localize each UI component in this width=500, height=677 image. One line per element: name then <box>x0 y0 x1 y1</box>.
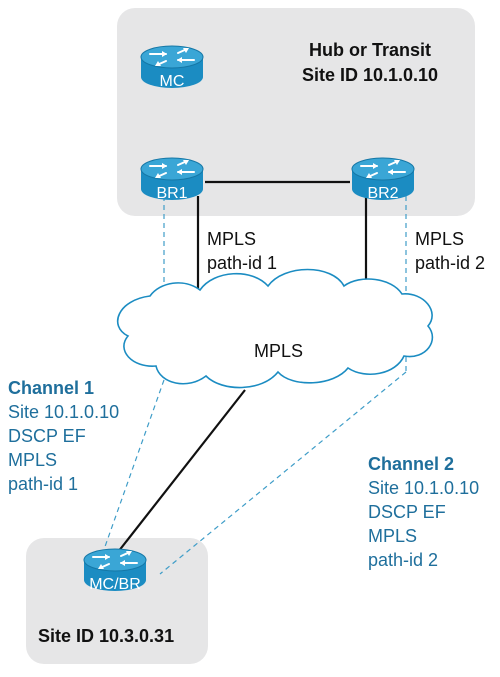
channel-1-line3: MPLS <box>8 450 58 470</box>
br2-path-label-line1: MPLS <box>415 229 465 249</box>
mpls-cloud-label: MPLS <box>254 341 304 361</box>
channel-2-line1: Site 10.1.0.10 <box>368 478 480 498</box>
branch-site-box <box>26 538 208 664</box>
channel-2-title: Channel 2 <box>368 454 455 474</box>
mpls-branch-link <box>99 389 246 576</box>
channel-1-line1: Site 10.1.0.10 <box>8 402 120 422</box>
br2-path-label: MPLS path-id 2 <box>415 227 485 275</box>
channel-2-line2: DSCP EF <box>368 502 446 522</box>
br1-path-label-line2: path-id 1 <box>207 253 278 273</box>
hub-site-title: Hub or Transit Site ID 10.1.0.10 <box>280 38 460 88</box>
channel-1-line4: path-id 1 <box>8 474 79 494</box>
br2-path-label-line2: path-id 2 <box>415 253 486 273</box>
router-mc-label: MC <box>159 73 185 90</box>
channel-1-title: Channel 1 <box>8 378 95 398</box>
channel-1-info: Channel 1 Site 10.1.0.10 DSCP EF MPLS pa… <box>8 376 119 496</box>
channel-2-info: Channel 2 Site 10.1.0.10 DSCP EF MPLS pa… <box>368 452 479 572</box>
router-mc-br-label: MC/BR <box>89 576 141 593</box>
branch-site-title: Site ID 10.3.0.31 <box>38 626 175 646</box>
channel-2-line3: MPLS <box>368 526 418 546</box>
router-br2-label: BR2 <box>367 185 399 202</box>
mpls-cloud <box>117 268 434 389</box>
br1-path-label-line1: MPLS <box>207 229 257 249</box>
hub-site-title-line1: Hub or Transit <box>308 40 431 60</box>
channel-1-line2: DSCP EF <box>8 426 86 446</box>
channel-2-line4: path-id 2 <box>368 550 439 570</box>
br1-path-label: MPLS path-id 1 <box>207 227 277 275</box>
router-br1-label: BR1 <box>156 185 188 202</box>
hub-site-title-line2: Site ID 10.1.0.10 <box>301 65 439 85</box>
